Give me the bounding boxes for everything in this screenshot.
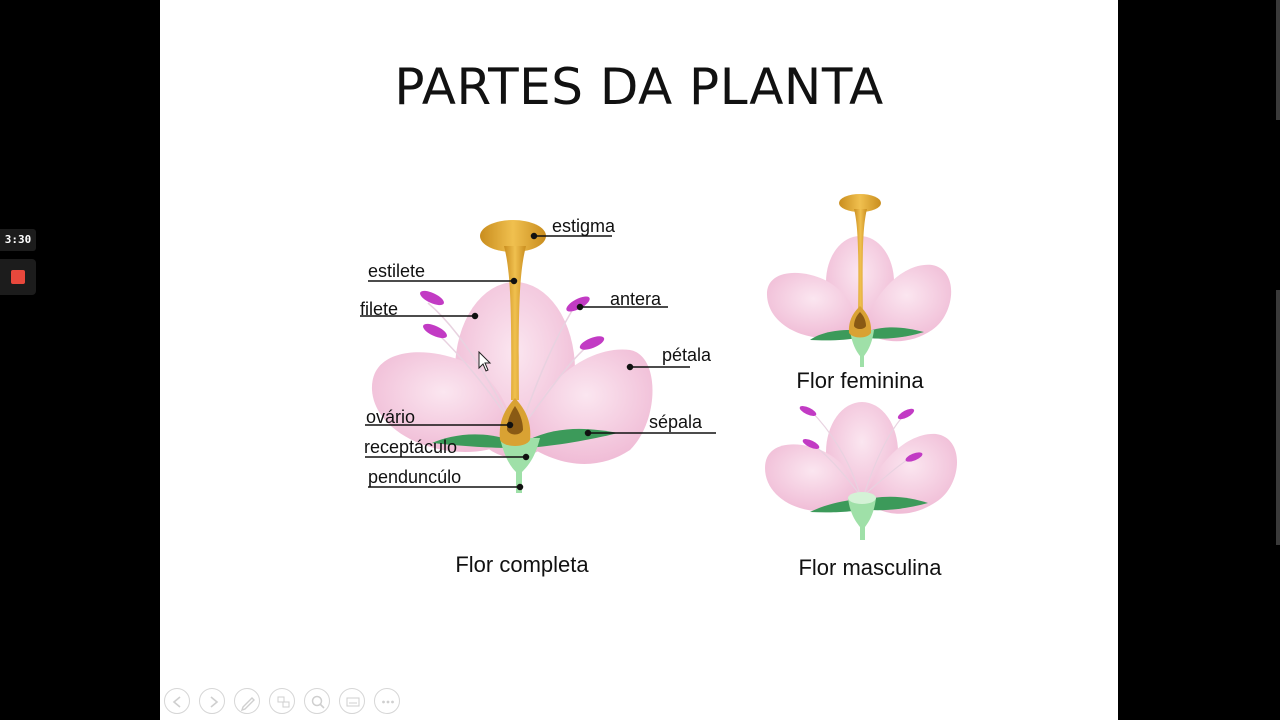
petal	[864, 433, 958, 514]
label-antera: antera	[610, 289, 662, 309]
presentation-slide: PARTES DA PLANTA	[160, 0, 1118, 720]
label-petala: pétala	[662, 345, 712, 365]
previous-icon	[172, 696, 181, 708]
zoom-button[interactable]	[304, 688, 330, 714]
anther	[897, 408, 915, 420]
caption-flor-feminina: Flor feminina	[796, 368, 924, 393]
receptacle	[848, 498, 876, 540]
label-estilete: estilete	[368, 261, 425, 281]
slide-title: PARTES DA PLANTA	[394, 58, 884, 116]
previous-slide-button[interactable]	[164, 688, 190, 714]
subtitles-icon	[346, 697, 360, 707]
recording-timer: 3:30	[0, 229, 36, 251]
stigma	[839, 194, 881, 212]
more-options-button[interactable]	[374, 688, 400, 714]
receptacle	[500, 438, 540, 493]
sepal	[870, 496, 928, 511]
stigma	[480, 220, 546, 252]
ovary-inner	[854, 312, 866, 329]
slides-icon	[277, 696, 290, 708]
male-flower	[765, 402, 958, 540]
sepal	[432, 434, 512, 448]
petal	[766, 272, 860, 338]
filament	[519, 303, 577, 431]
style	[504, 246, 526, 400]
sepal	[810, 500, 858, 513]
label-penduncu: penduncúlo	[368, 467, 461, 487]
filament	[809, 409, 861, 496]
label-ovario: ovário	[366, 407, 415, 427]
pen-tool-button[interactable]	[234, 688, 260, 714]
label-filete: filete	[360, 299, 398, 319]
label-receptaculo: receptáculo	[364, 437, 457, 457]
next-icon	[210, 696, 219, 708]
style	[854, 209, 867, 318]
mouse-cursor-icon	[478, 351, 492, 372]
label-leaders	[360, 232, 716, 491]
petal	[862, 264, 952, 342]
right-letterbox	[1118, 0, 1280, 720]
petal	[765, 444, 860, 512]
receptacle	[850, 330, 874, 367]
anther	[579, 336, 605, 350]
petal	[371, 352, 515, 452]
subtitles-button[interactable]	[339, 688, 365, 714]
right-edge-bar	[1276, 0, 1280, 120]
more-icon	[382, 700, 394, 704]
label-sepala: sépala	[649, 412, 703, 432]
sepal	[868, 327, 924, 339]
anther	[802, 439, 820, 449]
anther	[799, 406, 817, 416]
anther	[566, 296, 590, 312]
anther	[420, 290, 444, 306]
sepal	[810, 330, 856, 341]
right-edge-bar	[1276, 290, 1280, 545]
receptacle-top	[848, 492, 876, 504]
pen-icon	[240, 697, 255, 712]
caption-flor-masculina: Flor masculina	[798, 555, 942, 580]
label-estigma: estigma	[552, 216, 616, 236]
flower-diagram: estigma estilete filete antera pétala ov…	[360, 194, 958, 580]
stop-recording-button[interactable]	[0, 259, 36, 295]
next-slide-button[interactable]	[199, 688, 225, 714]
caption-flor-completa: Flor completa	[455, 552, 589, 577]
complete-flower	[371, 220, 653, 493]
zoom-icon	[311, 695, 325, 709]
see-all-slides-button[interactable]	[269, 688, 295, 714]
left-letterbox	[0, 0, 160, 720]
anther	[905, 452, 923, 462]
record-stop-icon	[11, 270, 25, 284]
anther	[423, 323, 447, 339]
female-flower	[766, 194, 952, 367]
